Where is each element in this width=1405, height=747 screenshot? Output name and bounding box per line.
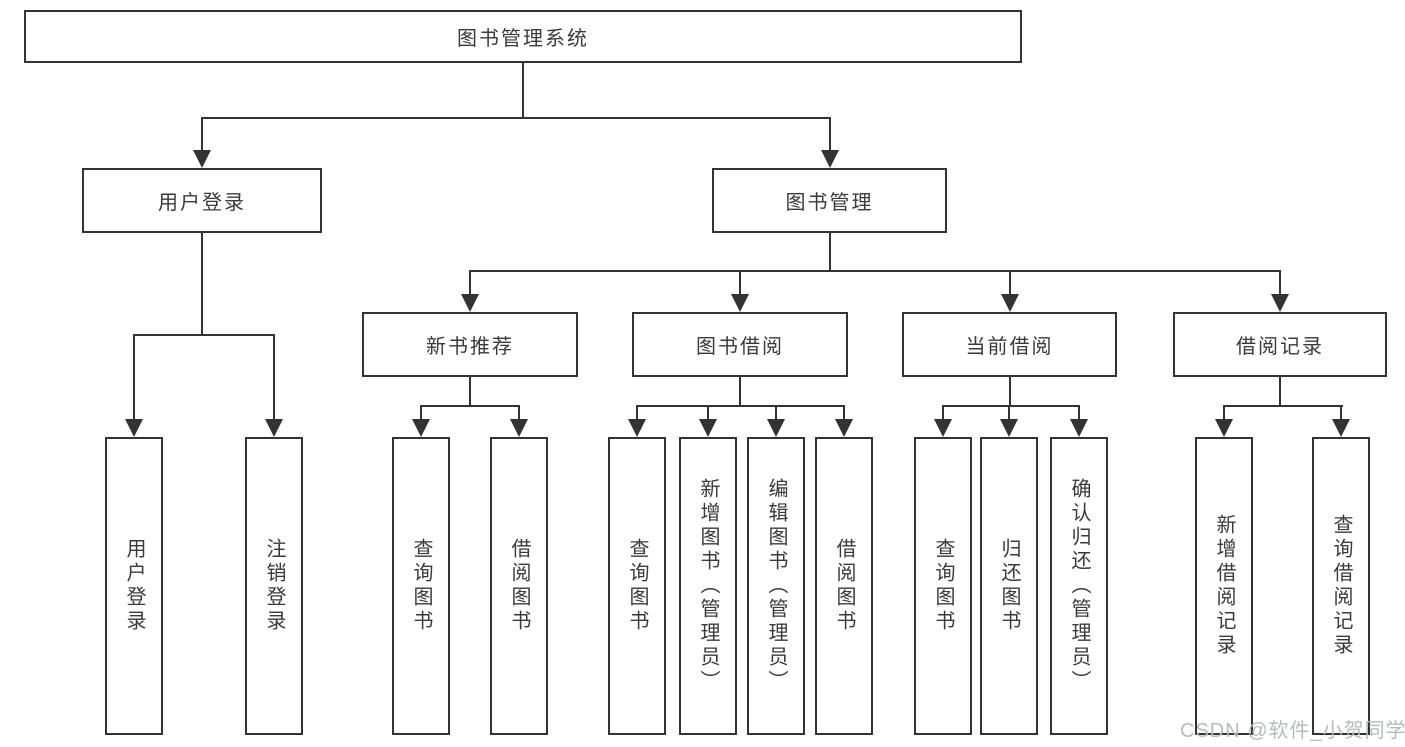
- node-logout: 注销登录: [245, 437, 303, 735]
- arrow-down-icon: [461, 294, 479, 312]
- connector-line: [1009, 270, 1011, 296]
- connector-line: [1008, 405, 1010, 420]
- connector-line: [1223, 405, 1225, 420]
- node-user-login-branch-label: 用户登录: [158, 192, 246, 214]
- node-query-books-borrowing: 查询图书: [608, 437, 666, 735]
- connector-line: [942, 405, 1080, 407]
- connector-line: [1279, 270, 1281, 296]
- node-book-borrowing-label: 图书借阅: [696, 336, 784, 358]
- node-query-books-current: 查询图书: [914, 437, 972, 735]
- connector-line: [201, 117, 831, 119]
- node-user-login: 用户登录: [105, 437, 163, 735]
- connector-line: [469, 270, 471, 296]
- node-add-borrow-record-label: 新增借阅记录: [1213, 514, 1235, 658]
- arrow-down-icon: [767, 419, 785, 437]
- arrow-down-icon: [934, 419, 952, 437]
- connector-line: [420, 405, 422, 420]
- connector-line: [636, 405, 845, 407]
- node-return-book-label: 归还图书: [998, 538, 1020, 634]
- arrow-down-icon: [510, 419, 528, 437]
- connector-line: [829, 117, 831, 152]
- node-return-book: 归还图书: [980, 437, 1038, 735]
- connector-line: [843, 405, 845, 420]
- node-borrow-books-borrowing: 借阅图书: [815, 437, 873, 735]
- node-confirm-return-admin-label: 确认归还（管理员）: [1068, 478, 1090, 694]
- node-add-book-admin: 新增图书（管理员）: [679, 437, 737, 735]
- node-book-management-label: 图书管理: [785, 192, 874, 214]
- node-query-books-recommend: 查询图书: [392, 437, 450, 735]
- arrow-down-icon: [1001, 294, 1019, 312]
- connector-line: [636, 405, 638, 420]
- connector-line: [1279, 376, 1281, 407]
- node-borrow-books-recommend: 借阅图书: [490, 437, 548, 735]
- arrow-down-icon: [835, 419, 853, 437]
- connector-line: [739, 376, 741, 407]
- node-root: 图书管理系统: [24, 10, 1022, 63]
- connector-line: [1078, 405, 1080, 420]
- connector-line: [469, 270, 1281, 272]
- arrow-down-icon: [821, 150, 839, 168]
- node-confirm-return-admin: 确认归还（管理员）: [1050, 437, 1108, 735]
- node-user-login-label: 用户登录: [123, 538, 145, 634]
- node-current-borrowing: 当前借阅: [902, 312, 1117, 377]
- node-query-books-recommend-label: 查询图书: [410, 538, 432, 634]
- connector-line: [201, 117, 203, 152]
- arrow-down-icon: [699, 419, 717, 437]
- arrow-down-icon: [1215, 419, 1233, 437]
- node-borrow-books-borrowing-label: 借阅图书: [833, 538, 855, 634]
- node-borrow-books-recommend-label: 借阅图书: [508, 538, 530, 634]
- connector-line: [942, 405, 944, 420]
- node-borrow-records-label: 借阅记录: [1236, 336, 1324, 358]
- connector-line: [739, 270, 741, 296]
- node-edit-book-admin: 编辑图书（管理员）: [747, 437, 805, 735]
- connector-line: [1340, 405, 1342, 420]
- node-add-borrow-record: 新增借阅记录: [1195, 437, 1253, 735]
- node-book-borrowing: 图书借阅: [632, 312, 848, 377]
- connector-line: [133, 334, 275, 336]
- connector-line: [469, 376, 471, 407]
- node-book-management: 图书管理: [712, 168, 947, 233]
- connector-line: [273, 334, 275, 420]
- arrow-down-icon: [412, 419, 430, 437]
- csdn-watermark: CSDN @软件_小贺同学: [1180, 720, 1405, 742]
- arrow-down-icon: [1332, 419, 1350, 437]
- node-edit-book-admin-label: 编辑图书（管理员）: [765, 478, 787, 694]
- arrow-down-icon: [1271, 294, 1289, 312]
- connector-line: [420, 405, 520, 407]
- connector-line: [775, 405, 777, 420]
- arrow-down-icon: [193, 150, 211, 168]
- node-query-books-borrowing-label: 查询图书: [626, 538, 648, 634]
- node-new-book-recommend: 新书推荐: [362, 312, 578, 377]
- connector-line: [133, 334, 135, 420]
- arrow-down-icon: [265, 419, 283, 437]
- node-query-borrow-record: 查询借阅记录: [1312, 437, 1370, 735]
- node-query-books-current-label: 查询图书: [932, 538, 954, 634]
- node-add-book-admin-label: 新增图书（管理员）: [697, 478, 719, 694]
- node-root-label: 图书管理系统: [457, 28, 589, 50]
- connector-line: [201, 232, 203, 336]
- node-current-borrowing-label: 当前借阅: [965, 336, 1054, 358]
- arrow-down-icon: [125, 419, 143, 437]
- node-user-login-branch: 用户登录: [82, 168, 322, 233]
- arrow-down-icon: [1000, 419, 1018, 437]
- node-logout-label: 注销登录: [263, 538, 285, 634]
- connector-line: [707, 405, 709, 420]
- arrow-down-icon: [1070, 419, 1088, 437]
- connector-line: [518, 405, 520, 420]
- arrow-down-icon: [628, 419, 646, 437]
- node-query-borrow-record-label: 查询借阅记录: [1330, 514, 1352, 658]
- connector-line: [1223, 405, 1343, 407]
- node-new-book-recommend-label: 新书推荐: [426, 336, 514, 358]
- connector-line: [829, 232, 831, 272]
- arrow-down-icon: [731, 294, 749, 312]
- connector-line: [522, 62, 524, 118]
- connector-line: [1009, 376, 1011, 407]
- node-borrow-records: 借阅记录: [1173, 312, 1387, 377]
